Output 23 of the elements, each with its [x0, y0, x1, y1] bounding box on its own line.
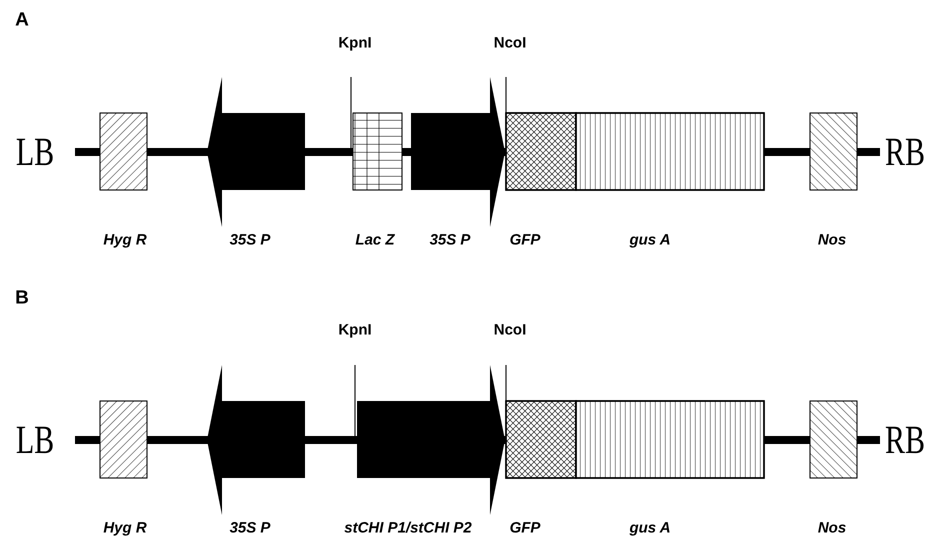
restriction-site-label: NcoI: [494, 322, 526, 338]
gene-label: GFP: [510, 520, 540, 536]
border-label: LB: [16, 420, 54, 460]
gene-label: Lac Z: [355, 232, 395, 248]
panel-label: B: [15, 288, 29, 308]
border-label: RB: [885, 132, 925, 172]
gene-label: 35S P: [230, 520, 270, 536]
gene-label: stCHI P1/stCHI P2: [344, 520, 472, 536]
gene-label: GFP: [510, 232, 540, 248]
border-label: LB: [16, 132, 54, 172]
border-label: RB: [885, 420, 925, 460]
gene-label: Nos: [818, 232, 846, 248]
gene-label: 35S P: [230, 232, 270, 248]
restriction-site-label: KpnI: [338, 36, 372, 50]
gene-label: Hyg R: [103, 520, 147, 536]
restriction-site-label: NcoI: [494, 36, 526, 50]
restriction-site-label: KpnI: [338, 322, 372, 338]
gene-label: gus A: [629, 520, 671, 536]
gene-label: Nos: [818, 520, 846, 536]
gene-label: 35S P: [430, 232, 470, 248]
gene-label: Hyg R: [103, 232, 147, 248]
gene-label: gus A: [629, 232, 671, 248]
panel-label: A: [15, 10, 29, 30]
